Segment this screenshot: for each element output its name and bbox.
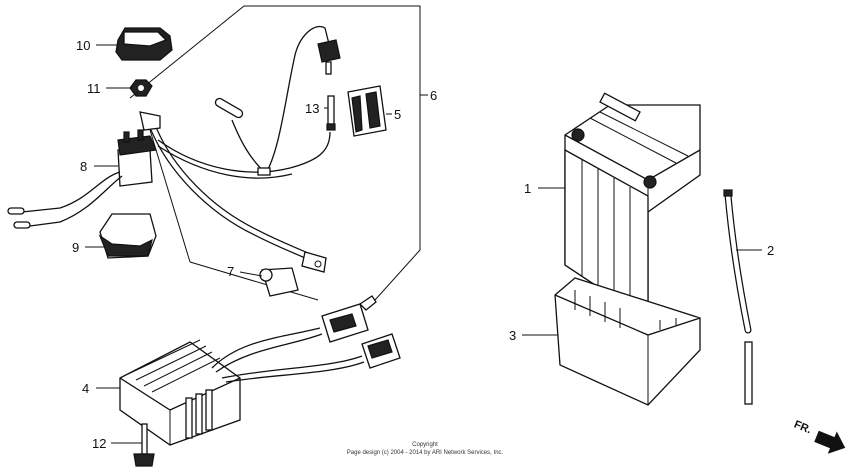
harness-outline (129, 5, 421, 301)
callout-2: 2 (767, 243, 774, 258)
nut-part (129, 79, 153, 97)
callout-7: 7 (227, 264, 234, 279)
callout-13: 13 (305, 101, 319, 116)
relay-holder-part (98, 213, 157, 259)
harness-wires (157, 25, 331, 179)
callout-5: 5 (394, 107, 401, 122)
fuse-part (317, 39, 341, 131)
callout-8: 8 (80, 159, 87, 174)
fuse-box-part (347, 85, 387, 137)
callout-6: 6 (430, 88, 437, 103)
terminal-cap-part (259, 267, 299, 297)
copyright-line-2: Page design (c) 2004 - 2014 by ARI Netwo… (347, 450, 504, 456)
front-label: FR. (792, 419, 813, 437)
callout-12: 12 (92, 436, 106, 451)
leader-lines (85, 44, 762, 444)
cover-part (115, 27, 173, 61)
arrow-right-icon (814, 430, 846, 454)
bolt-part (133, 423, 155, 467)
callout-1: 1 (524, 181, 531, 196)
callout-10: 10 (76, 38, 90, 53)
starter-relay-part (7, 129, 157, 229)
callout-3: 3 (509, 328, 516, 343)
copyright: Copyright Page design (c) 2004 - 2014 by… (347, 442, 504, 456)
regulator-rectifier-part (119, 295, 401, 446)
battery-cable (139, 111, 327, 273)
callout-4: 4 (82, 381, 89, 396)
copyright-line-1: Copyright (412, 442, 438, 448)
front-direction-indicator: FR. (792, 419, 846, 454)
callout-11: 11 (87, 81, 101, 96)
breather-tube-part (723, 189, 753, 405)
battery-case-part (554, 277, 701, 406)
battery-part (564, 92, 701, 322)
callouts: 10 11 8 9 7 13 5 6 4 12 1 2 3 (72, 38, 774, 451)
callout-9: 9 (72, 240, 79, 255)
